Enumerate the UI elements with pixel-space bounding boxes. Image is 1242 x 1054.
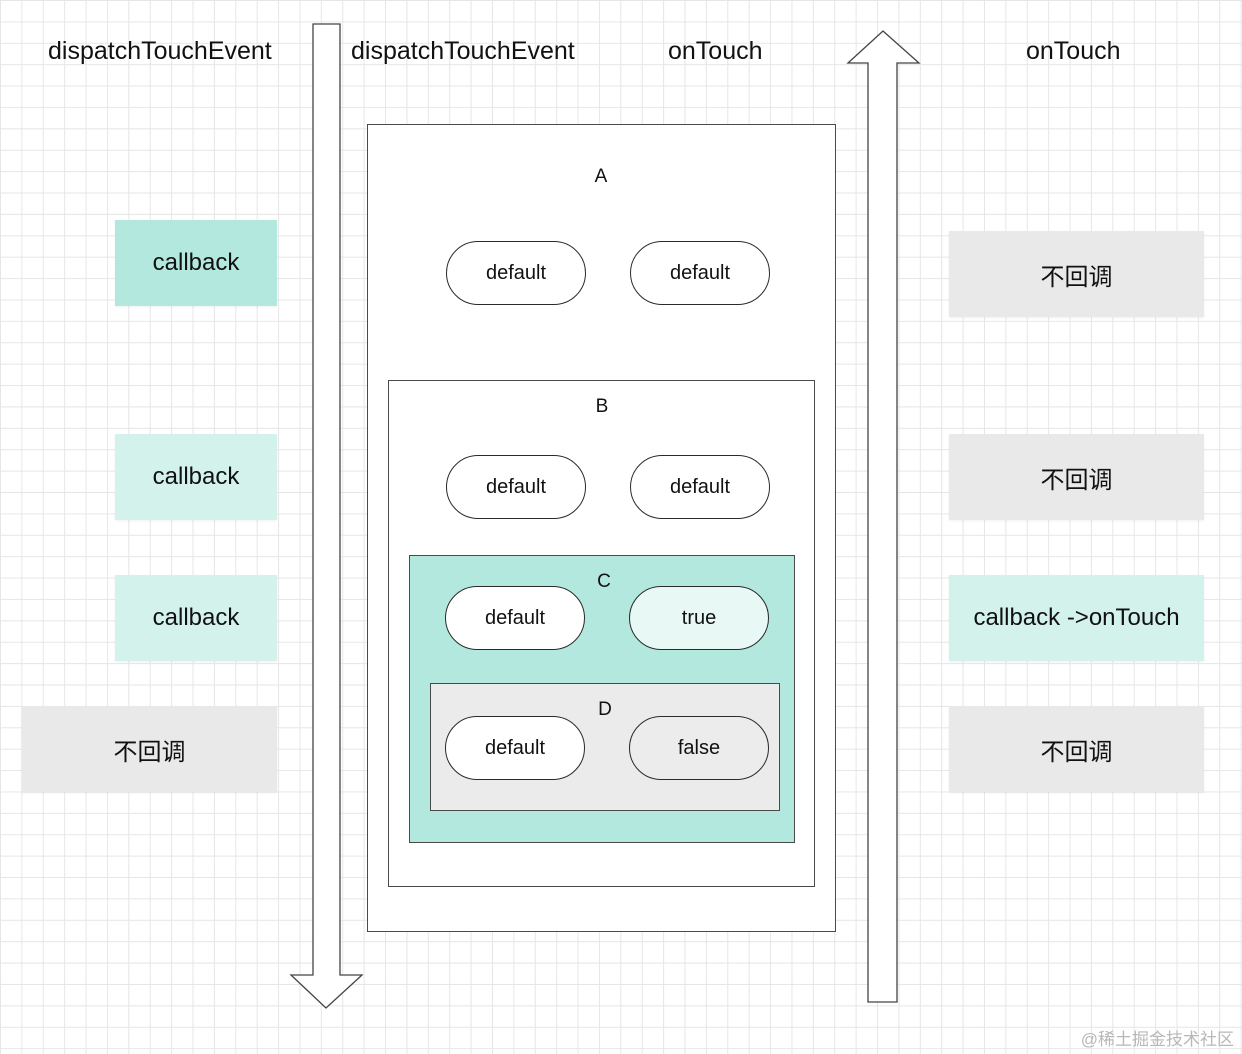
view-c-label: C xyxy=(597,571,611,592)
view-b-touch-pill: default xyxy=(630,455,770,519)
view-d-box: D default false xyxy=(430,683,780,811)
left-result-b: callback xyxy=(115,434,277,520)
right-result-c: callback ->onTouch xyxy=(949,575,1204,661)
view-a-label: A xyxy=(594,166,608,187)
view-b-label: B xyxy=(595,396,609,417)
header-ontouch-outer: onTouch xyxy=(1026,37,1121,65)
left-result-a: callback xyxy=(115,220,277,306)
view-c-box: C default true D default false xyxy=(409,555,795,843)
view-a-touch-pill: default xyxy=(630,241,770,305)
header-dispatch-inner: dispatchTouchEvent xyxy=(351,37,575,65)
header-dispatch-outer: dispatchTouchEvent xyxy=(48,37,272,65)
view-b-box: B default default C default true D defau… xyxy=(388,380,815,887)
view-d-dispatch-pill: default xyxy=(445,716,585,780)
view-c-touch-pill: true xyxy=(629,586,769,650)
left-result-c: callback xyxy=(115,575,277,661)
view-b-dispatch-pill: default xyxy=(446,455,586,519)
right-result-d: 不回调 xyxy=(949,706,1204,792)
right-result-b: 不回调 xyxy=(949,434,1204,520)
right-result-a: 不回调 xyxy=(949,231,1204,317)
view-a-box: A default default B default default C de… xyxy=(367,124,836,932)
view-d-label: D xyxy=(598,699,612,720)
view-a-dispatch-pill: default xyxy=(446,241,586,305)
watermark: @稀土掘金技术社区 xyxy=(1080,1030,1234,1049)
view-c-dispatch-pill: default xyxy=(445,586,585,650)
left-result-d: 不回调 xyxy=(22,706,277,792)
header-ontouch-inner: onTouch xyxy=(668,37,763,65)
view-d-touch-pill: false xyxy=(629,716,769,780)
